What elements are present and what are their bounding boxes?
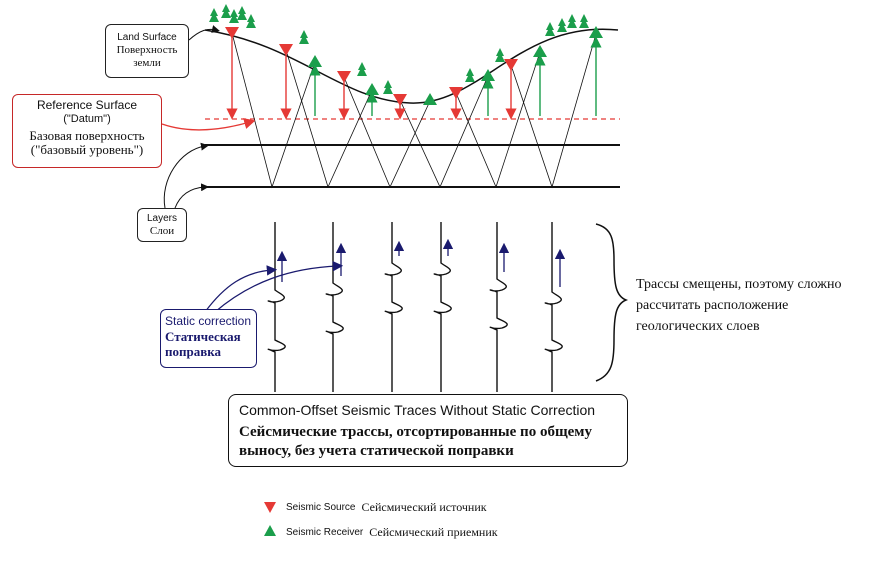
traces-caption-box: Common-Offset Seismic Traces Without Sta… — [228, 394, 628, 467]
static-leader-2 — [214, 261, 344, 313]
legend-source-icon — [264, 502, 276, 513]
reference-surface-datum-ru: ("базовый уровень") — [30, 142, 144, 157]
reference-surface-callout: Reference Surface ("Datum") Базовая пове… — [12, 94, 162, 168]
datum-leader — [161, 118, 256, 131]
reference-surface-label-en: Reference Surface — [36, 98, 138, 112]
layers-leader-1 — [163, 142, 209, 209]
layers-leader-2 — [174, 183, 209, 209]
ray-paths — [231, 32, 597, 189]
layers-label-en: Layers — [146, 213, 177, 224]
legend-receiver: Seismic Receiver Сейсмический приемник — [264, 524, 498, 540]
tree-icons — [209, 4, 589, 94]
static-correction-label-en: Static correction — [165, 314, 252, 328]
traces-brace — [595, 223, 629, 382]
static-correction-label-ru: Статическая поправка — [165, 329, 241, 359]
land-surface-leader — [188, 25, 220, 41]
layers-callout: Layers Слои — [137, 208, 187, 242]
static-correction-callout: Static correction Статическая поправка — [160, 309, 257, 368]
legend-receiver-label-en: Seismic Receiver — [286, 526, 364, 538]
land-surface-callout: Land Surface Поверхность земли — [105, 24, 189, 78]
trace-shift-note: Трассы смещены, поэтому сложно рассчитат… — [636, 277, 842, 334]
traces-caption-ru: Сейсмические трассы, отсортированные по … — [239, 424, 592, 459]
legend-source-label-ru: Сейсмический источник — [361, 499, 487, 514]
legend-source-label-en: Seismic Source — [286, 501, 356, 513]
receiver-markers — [308, 26, 603, 105]
land-surface-label-ru: Поверхность земли — [116, 44, 178, 69]
seismic-traces — [267, 222, 563, 392]
legend-source: Seismic Source Сейсмический источник — [264, 499, 487, 515]
land-surface-curve — [204, 28, 619, 104]
legend-receiver-label-ru: Сейсмический приемник — [369, 524, 498, 539]
traces-caption-en: Common-Offset Seismic Traces Without Sta… — [239, 402, 596, 418]
legend-receiver-icon — [264, 525, 276, 536]
trace-shift-arrows — [276, 238, 566, 287]
reference-surface-label-ru: Базовая поверхность — [29, 128, 145, 143]
source-markers — [225, 27, 518, 106]
receiver-correction-arrows — [309, 36, 602, 116]
static-leader-1 — [204, 265, 278, 313]
land-surface-label-en: Land Surface — [117, 32, 177, 43]
reference-surface-datum-en: ("Datum") — [63, 113, 111, 125]
layers-label-ru: Слои — [149, 225, 175, 237]
